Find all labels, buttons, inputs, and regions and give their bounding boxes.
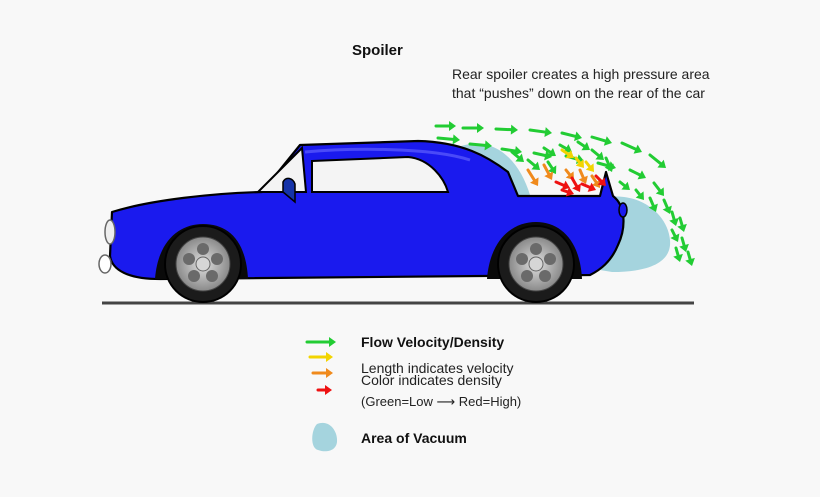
diagram-title: Spoiler xyxy=(352,42,403,59)
legend-color-label: Color indicates density xyxy=(361,372,502,388)
headlight-lower xyxy=(98,254,112,274)
flow-arrow xyxy=(620,141,642,154)
legend-arrow-orange xyxy=(311,368,333,378)
flow-arrow xyxy=(510,150,524,162)
legend-arrow-red xyxy=(316,385,332,395)
flow-arrow xyxy=(594,174,606,186)
flow-arrow xyxy=(570,176,581,192)
legend-arrow-yellow xyxy=(308,352,333,362)
flow-arrow xyxy=(628,168,646,180)
roof-highlight xyxy=(304,147,471,162)
flow-arrow xyxy=(648,196,658,212)
flow-arrow xyxy=(546,160,557,174)
windshield xyxy=(255,145,308,193)
flow-arrow xyxy=(468,140,492,151)
flow-arrow xyxy=(677,216,687,232)
flow-arrow xyxy=(434,121,456,131)
legend-arrows xyxy=(305,337,336,395)
flow-arrow xyxy=(436,134,460,145)
flow-arrow xyxy=(574,156,584,168)
flow-arrow xyxy=(590,174,601,188)
flow-arrow xyxy=(584,160,594,172)
legend-vacuum-label: Area of Vacuum xyxy=(361,430,467,446)
flow-arrow xyxy=(560,148,574,159)
flow-arrow xyxy=(679,236,689,252)
flow-arrow xyxy=(526,168,539,186)
flow-arrow xyxy=(554,180,570,190)
vacuum-swatch xyxy=(312,422,338,452)
flow-arrow xyxy=(652,181,664,196)
flow-arrow xyxy=(590,135,612,146)
flow-arrow xyxy=(648,153,666,168)
flow-arrow xyxy=(500,146,522,156)
flow-arrow xyxy=(578,168,588,184)
legend-scale-label: (Green=Low ⟶ Red=High) xyxy=(361,394,522,409)
legend-length-label: Length indicates velocity xyxy=(361,360,514,376)
flow-arrow xyxy=(560,131,582,142)
description-line-2: that “pushes” down on the rear of the ca… xyxy=(452,85,705,101)
flow-arrow xyxy=(634,188,644,200)
description-line-1: Rear spoiler creates a high pressure are… xyxy=(452,66,710,82)
legend-flow-label: Flow Velocity/Density xyxy=(361,334,505,350)
legend-arrow-green xyxy=(305,337,336,347)
side-window xyxy=(311,155,450,193)
rear-wheel xyxy=(487,222,582,303)
flow-arrow xyxy=(670,228,680,242)
front-wheel xyxy=(155,224,248,303)
airflow-arrows xyxy=(434,121,695,266)
flow-arrow xyxy=(618,180,630,190)
flow-arrow xyxy=(526,158,540,170)
flow-arrow xyxy=(542,146,556,157)
flow-arrow xyxy=(590,148,604,160)
headlight-upper xyxy=(104,219,116,245)
flow-arrow xyxy=(685,250,695,266)
tail-light xyxy=(618,202,628,218)
flow-arrow xyxy=(673,246,683,262)
side-mirror xyxy=(282,177,296,204)
flow-arrow xyxy=(494,124,518,135)
flow-arrow xyxy=(576,140,590,151)
flow-arrow xyxy=(580,182,596,192)
flow-arrow xyxy=(662,198,672,214)
flow-arrow xyxy=(528,127,552,138)
flow-arrow xyxy=(542,163,554,180)
flow-arrow xyxy=(669,210,679,226)
flow-arrow xyxy=(461,123,484,133)
flow-arrow xyxy=(560,187,574,197)
flow-arrow xyxy=(604,156,614,172)
